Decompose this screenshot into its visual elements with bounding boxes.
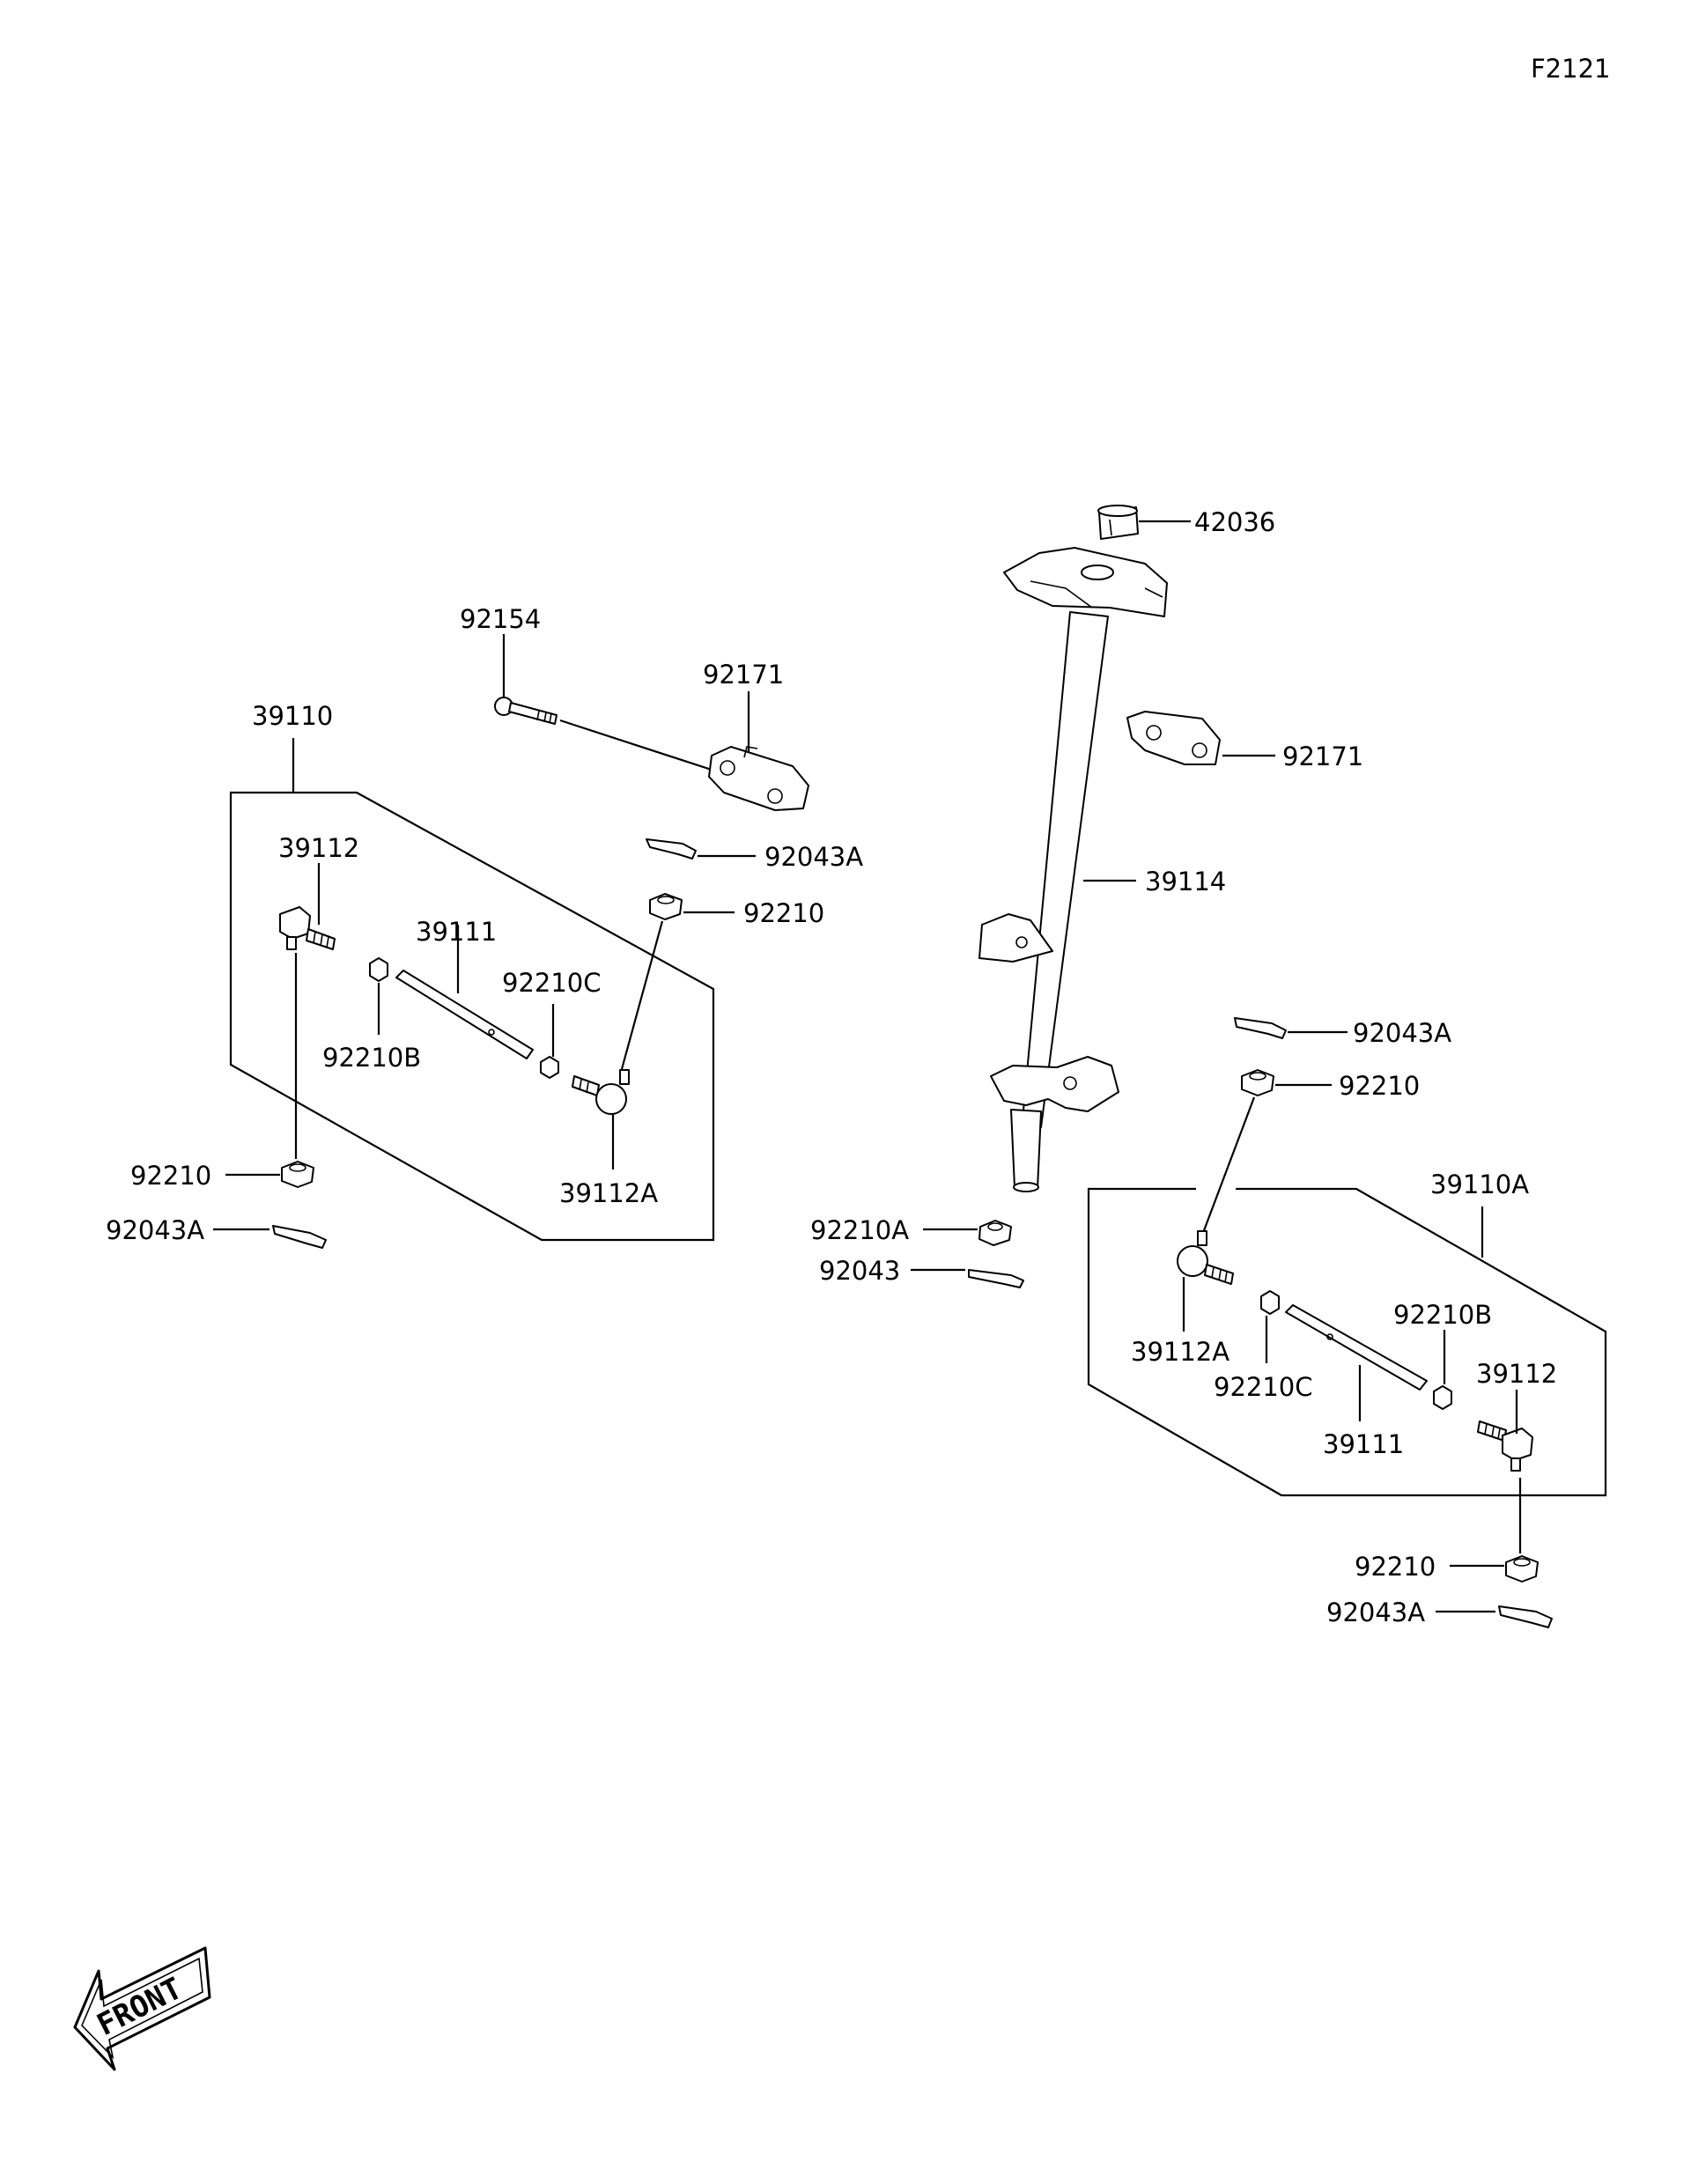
label-39111-right: 39111 bbox=[1323, 1429, 1404, 1459]
label-92154: 92154 bbox=[460, 604, 541, 634]
leader-92154-to-clamp bbox=[559, 719, 723, 775]
cotter-pin-92043 bbox=[968, 1269, 1024, 1288]
label-92171-left: 92171 bbox=[703, 660, 784, 690]
label-39110: 39110 bbox=[252, 701, 333, 731]
cotter-pin-92043A-upper-right bbox=[1234, 1017, 1287, 1039]
nut-92210A bbox=[978, 1220, 1012, 1246]
axis-upper-right-nut-to-joint bbox=[1201, 1096, 1256, 1234]
label-92043A-lower-left: 92043A bbox=[106, 1215, 204, 1245]
nut-92210-upper-right bbox=[1241, 1069, 1274, 1096]
label-92210-lower-left: 92210 bbox=[130, 1161, 211, 1191]
label-92210C-right: 92210C bbox=[1214, 1372, 1313, 1402]
label-92210A-center: 92210A bbox=[810, 1215, 909, 1245]
label-92210-upper-left: 92210 bbox=[743, 898, 824, 928]
cotter-pin-92043A-upper-left bbox=[646, 838, 697, 860]
tie-rod-end-39112A-left bbox=[572, 1069, 630, 1115]
front-arrow: FRONT bbox=[73, 1946, 211, 2071]
nut-92210-upper-left bbox=[649, 893, 683, 920]
axis-upper-left-nut-to-joint bbox=[620, 920, 664, 1070]
nut-92210C-right bbox=[1260, 1290, 1280, 1315]
nut-92210B-right bbox=[1433, 1385, 1452, 1410]
label-92043-center: 92043 bbox=[819, 1256, 900, 1286]
steering-shaft-39114 bbox=[978, 547, 1168, 1192]
label-39114: 39114 bbox=[1145, 867, 1226, 896]
figure-code: F2121 bbox=[1531, 54, 1610, 84]
bushing-42036 bbox=[1097, 505, 1139, 540]
label-92210C-left: 92210C bbox=[502, 968, 602, 998]
cotter-pin-92043A-lower-right bbox=[1498, 1605, 1553, 1628]
nut-92210-lower-left bbox=[281, 1161, 314, 1188]
clamp-92171-left bbox=[708, 746, 809, 811]
bolt-92154 bbox=[494, 697, 558, 725]
label-39111-left: 39111 bbox=[416, 917, 497, 947]
label-92210B-right: 92210B bbox=[1393, 1300, 1492, 1330]
tie-rod-39111-left bbox=[395, 970, 534, 1059]
label-92043A-lower-right: 92043A bbox=[1326, 1597, 1425, 1627]
assembly-outline-39110 bbox=[229, 791, 715, 1242]
label-39112-right: 39112 bbox=[1476, 1359, 1557, 1389]
tie-rod-end-39112-left bbox=[279, 906, 336, 950]
assembly-outline-39110A bbox=[1087, 1187, 1607, 1497]
label-92210-lower-right: 92210 bbox=[1355, 1552, 1436, 1582]
nut-92210B-left bbox=[369, 957, 388, 982]
label-92210-upper-right: 92210 bbox=[1339, 1071, 1420, 1101]
clamp-92171-right bbox=[1126, 711, 1221, 765]
cotter-pin-92043A-lower-left bbox=[272, 1225, 327, 1249]
label-39112A-right: 39112A bbox=[1131, 1337, 1229, 1367]
label-42036: 42036 bbox=[1194, 507, 1275, 537]
label-92043A-upper-left: 92043A bbox=[764, 842, 863, 872]
label-92210B-left: 92210B bbox=[322, 1043, 421, 1073]
nut-92210-lower-right bbox=[1505, 1555, 1539, 1583]
label-92171-right: 92171 bbox=[1282, 742, 1363, 771]
label-39112-left: 39112 bbox=[278, 833, 359, 863]
label-39110A: 39110A bbox=[1430, 1169, 1529, 1199]
nut-92210C-left bbox=[540, 1056, 559, 1079]
tie-rod-end-39112A-right bbox=[1177, 1230, 1234, 1285]
tie-rod-end-39112-right bbox=[1477, 1420, 1533, 1472]
tie-rod-39111-right bbox=[1285, 1304, 1428, 1391]
label-92043A-upper-right: 92043A bbox=[1353, 1018, 1451, 1048]
label-39112A-left: 39112A bbox=[559, 1178, 658, 1208]
